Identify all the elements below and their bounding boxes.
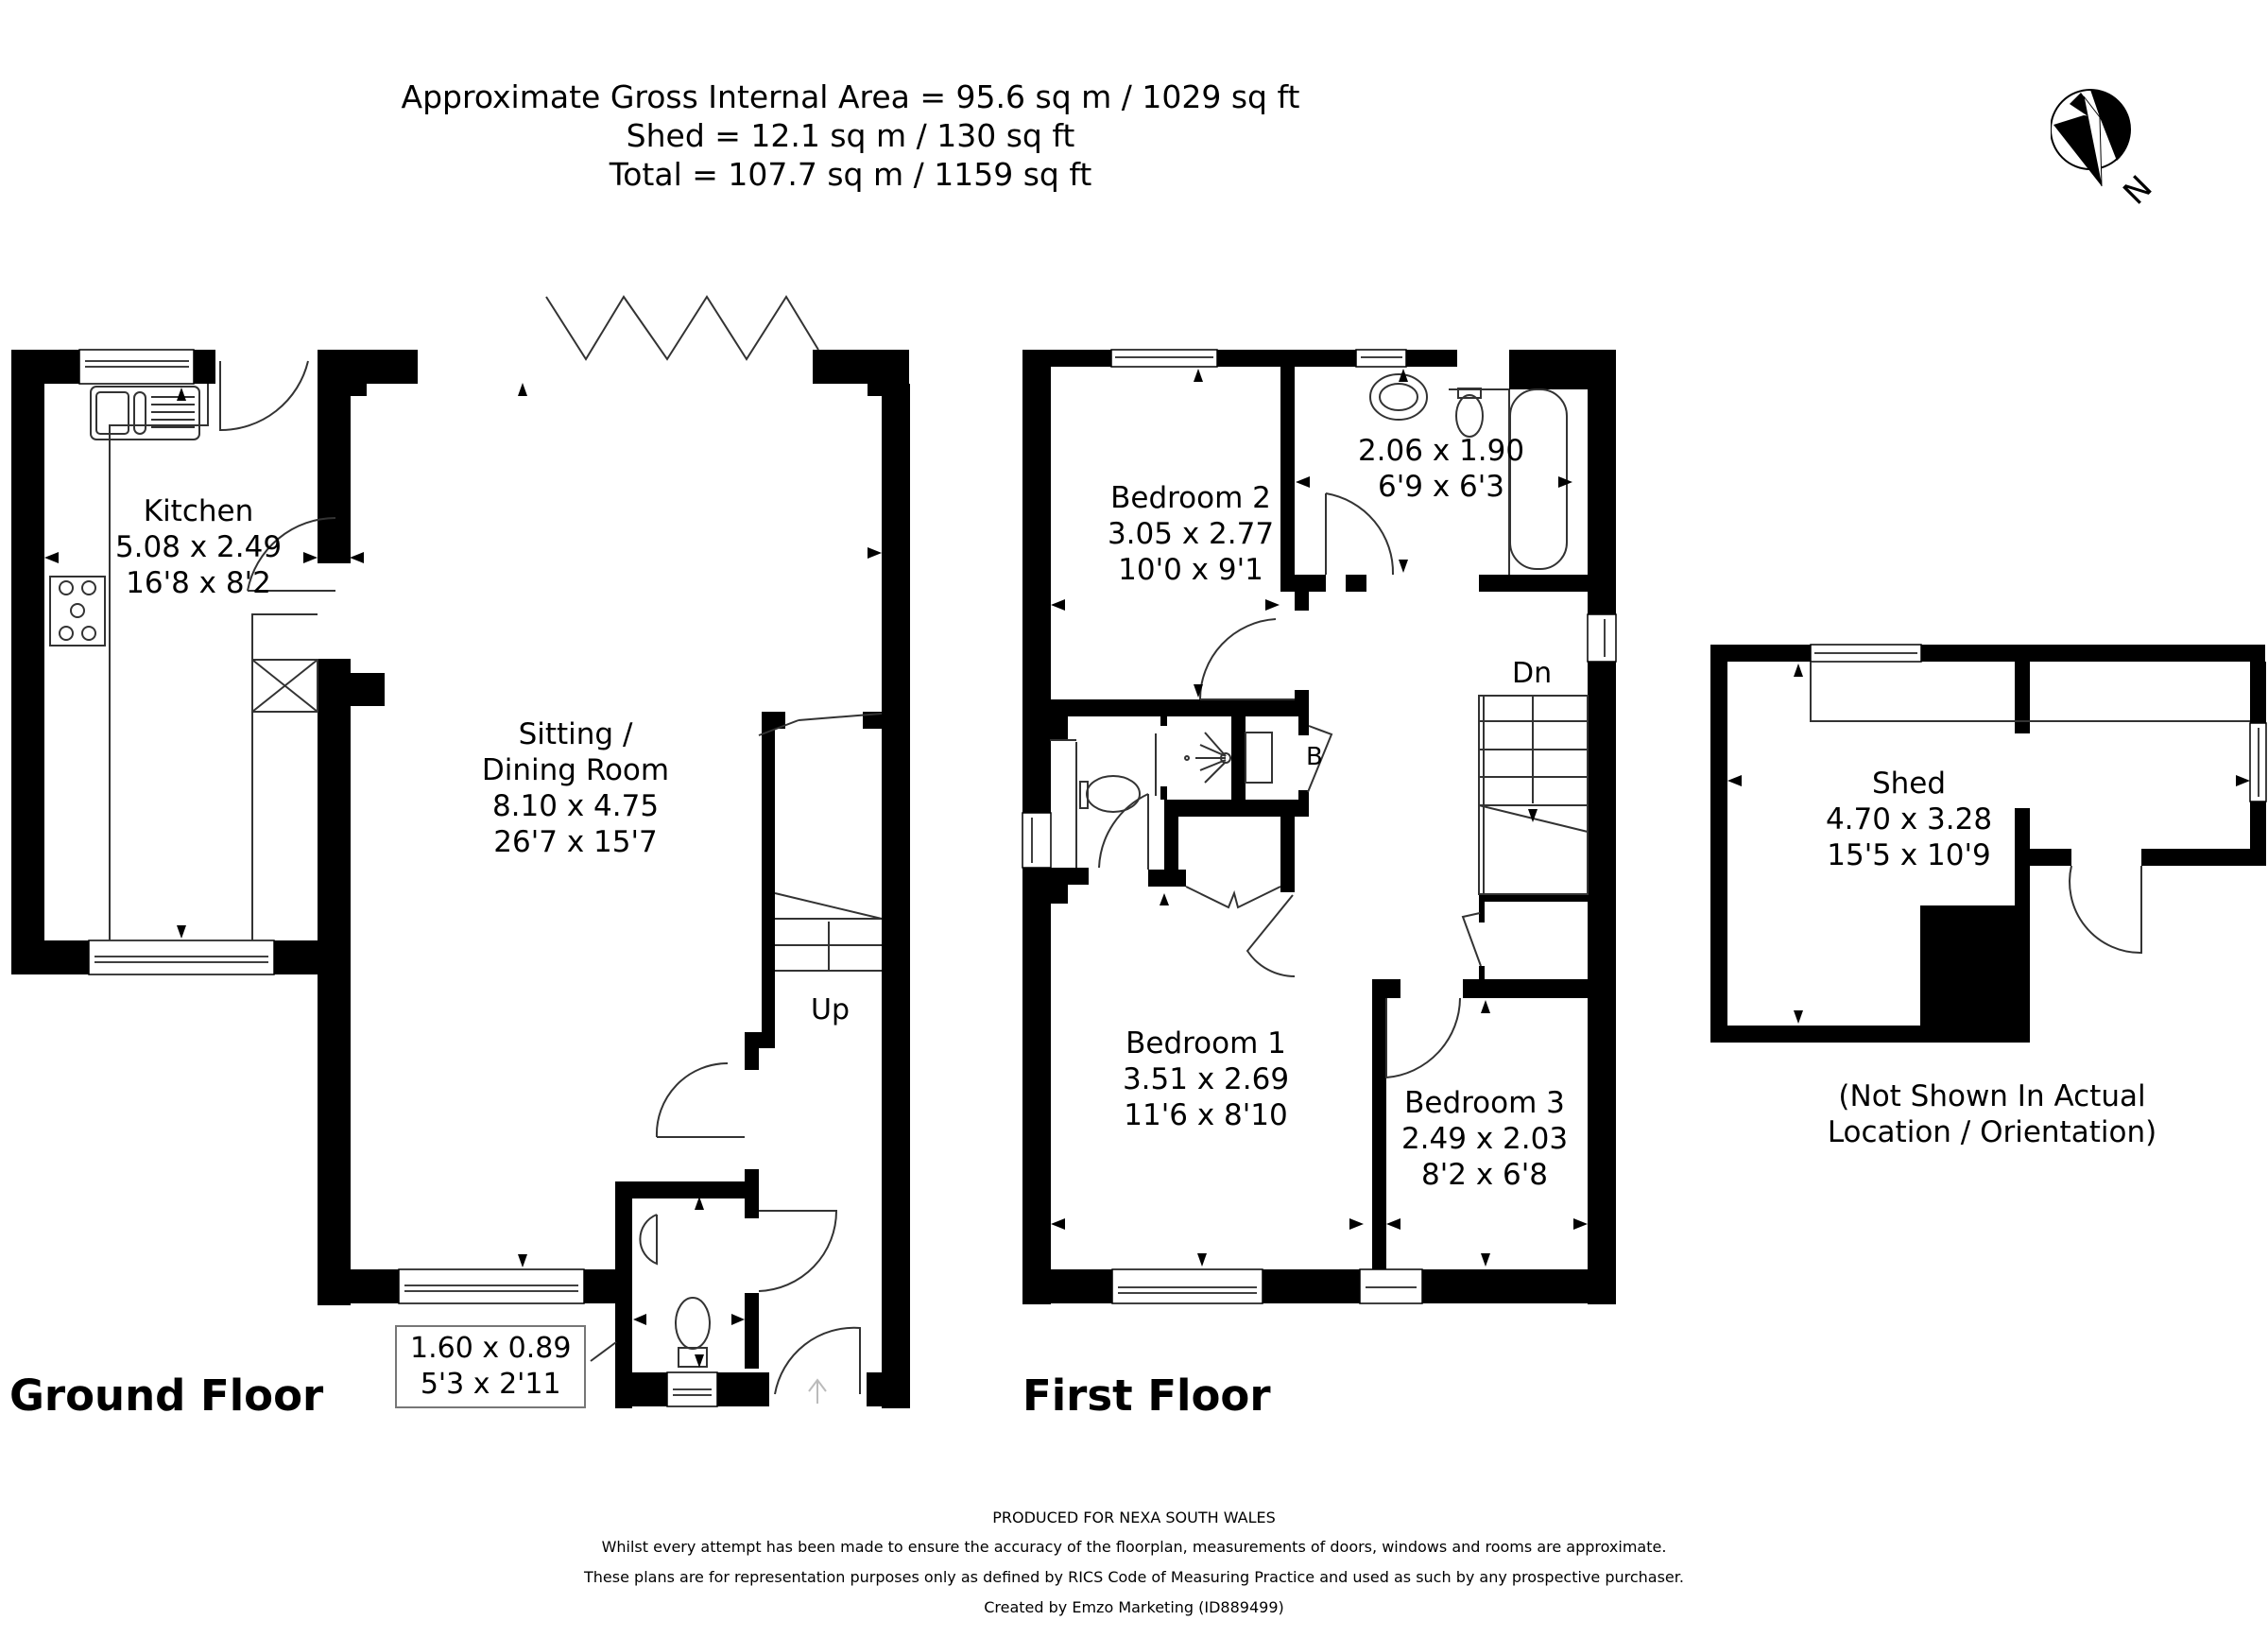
room-metric: 5.08 x 2.49 (114, 530, 283, 564)
north-arrow-icon: N (2051, 89, 2155, 213)
disclaimer-line-1: Whilst every attempt has been made to en… (601, 1538, 1667, 1556)
room-name-2: Dining Room (481, 753, 670, 787)
room-imperial: 11'6 x 8'10 (1124, 1098, 1288, 1132)
note-line: (Not Shown In Actual (1838, 1079, 2146, 1113)
room-name: Sitting / (518, 717, 633, 751)
room-kitchen: Kitchen 5.08 x 2.49 16'8 x 8'2 (115, 493, 282, 601)
disclaimer-line-2: These plans are for representation purpo… (584, 1568, 1684, 1586)
room-bedroom-1: Bedroom 1 3.51 x 2.69 11'6 x 8'10 (1123, 1026, 1289, 1133)
room-metric: 3.51 x 2.69 (1122, 1062, 1290, 1096)
shed-area: Shed = 12.1 sq m / 130 sq ft (626, 117, 1075, 154)
room-imperial: 16'8 x 8'2 (126, 566, 271, 600)
gross-internal-area: Approximate Gross Internal Area = 95.6 s… (401, 78, 1300, 115)
room-name: Bedroom 3 (1404, 1086, 1565, 1120)
stairs-up-label: Up (811, 993, 850, 1026)
room-bedroom-2: Bedroom 2 3.05 x 2.77 10'0 x 9'1 (1108, 480, 1274, 588)
stairs-down-label: Dn (1512, 657, 1553, 690)
room-metric: 2.06 x 1.90 (1357, 434, 1525, 468)
room-shed: Shed 4.70 x 3.28 15'5 x 10'9 (1826, 766, 1992, 873)
room-wc-ground: 1.60 x 0.89 5'3 x 2'11 (395, 1325, 587, 1408)
room-imperial: 26'7 x 15'7 (493, 825, 658, 859)
credit-line: Created by Emzo Marketing (ID889499) (984, 1598, 1284, 1616)
room-name: Shed (1871, 767, 1947, 801)
shed-location-note: (Not Shown In Actual Location / Orientat… (1828, 1078, 2156, 1150)
room-bedroom-3: Bedroom 3 2.49 x 2.03 8'2 x 6'8 (1401, 1085, 1568, 1193)
room-imperial: 6'9 x 6'3 (1377, 470, 1504, 504)
room-metric: 4.70 x 3.28 (1825, 802, 1993, 836)
first-floor-title: First Floor (1022, 1371, 1271, 1421)
room-imperial: 15'5 x 10'9 (1827, 838, 1991, 872)
produced-for: PRODUCED FOR NEXA SOUTH WALES (992, 1509, 1276, 1526)
room-sitting-dining: Sitting / Dining Room 8.10 x 4.75 26'7 x… (482, 716, 669, 860)
room-bathroom: 2.06 x 1.90 6'9 x 6'3 (1358, 433, 1524, 505)
room-name: Kitchen (143, 494, 254, 528)
boiler-label: B (1306, 743, 1323, 771)
ground-floor-title: Ground Floor (9, 1371, 324, 1421)
room-metric: 8.10 x 4.75 (491, 789, 660, 823)
room-name: Bedroom 1 (1125, 1026, 1286, 1060)
room-imperial: 10'0 x 9'1 (1118, 553, 1263, 587)
room-imperial: 5'3 x 2'11 (420, 1368, 561, 1401)
total-area: Total = 107.7 sq m / 1159 sq ft (609, 156, 1092, 193)
note-line: Location / Orientation) (1827, 1115, 2157, 1149)
room-imperial: 8'2 x 6'8 (1420, 1158, 1548, 1192)
room-metric: 3.05 x 2.77 (1107, 517, 1275, 551)
room-metric: 2.49 x 2.03 (1400, 1122, 1569, 1156)
room-name: Bedroom 2 (1110, 481, 1271, 515)
room-metric: 1.60 x 0.89 (410, 1332, 572, 1365)
area-summary: Approximate Gross Internal Area = 95.6 s… (0, 78, 1701, 194)
